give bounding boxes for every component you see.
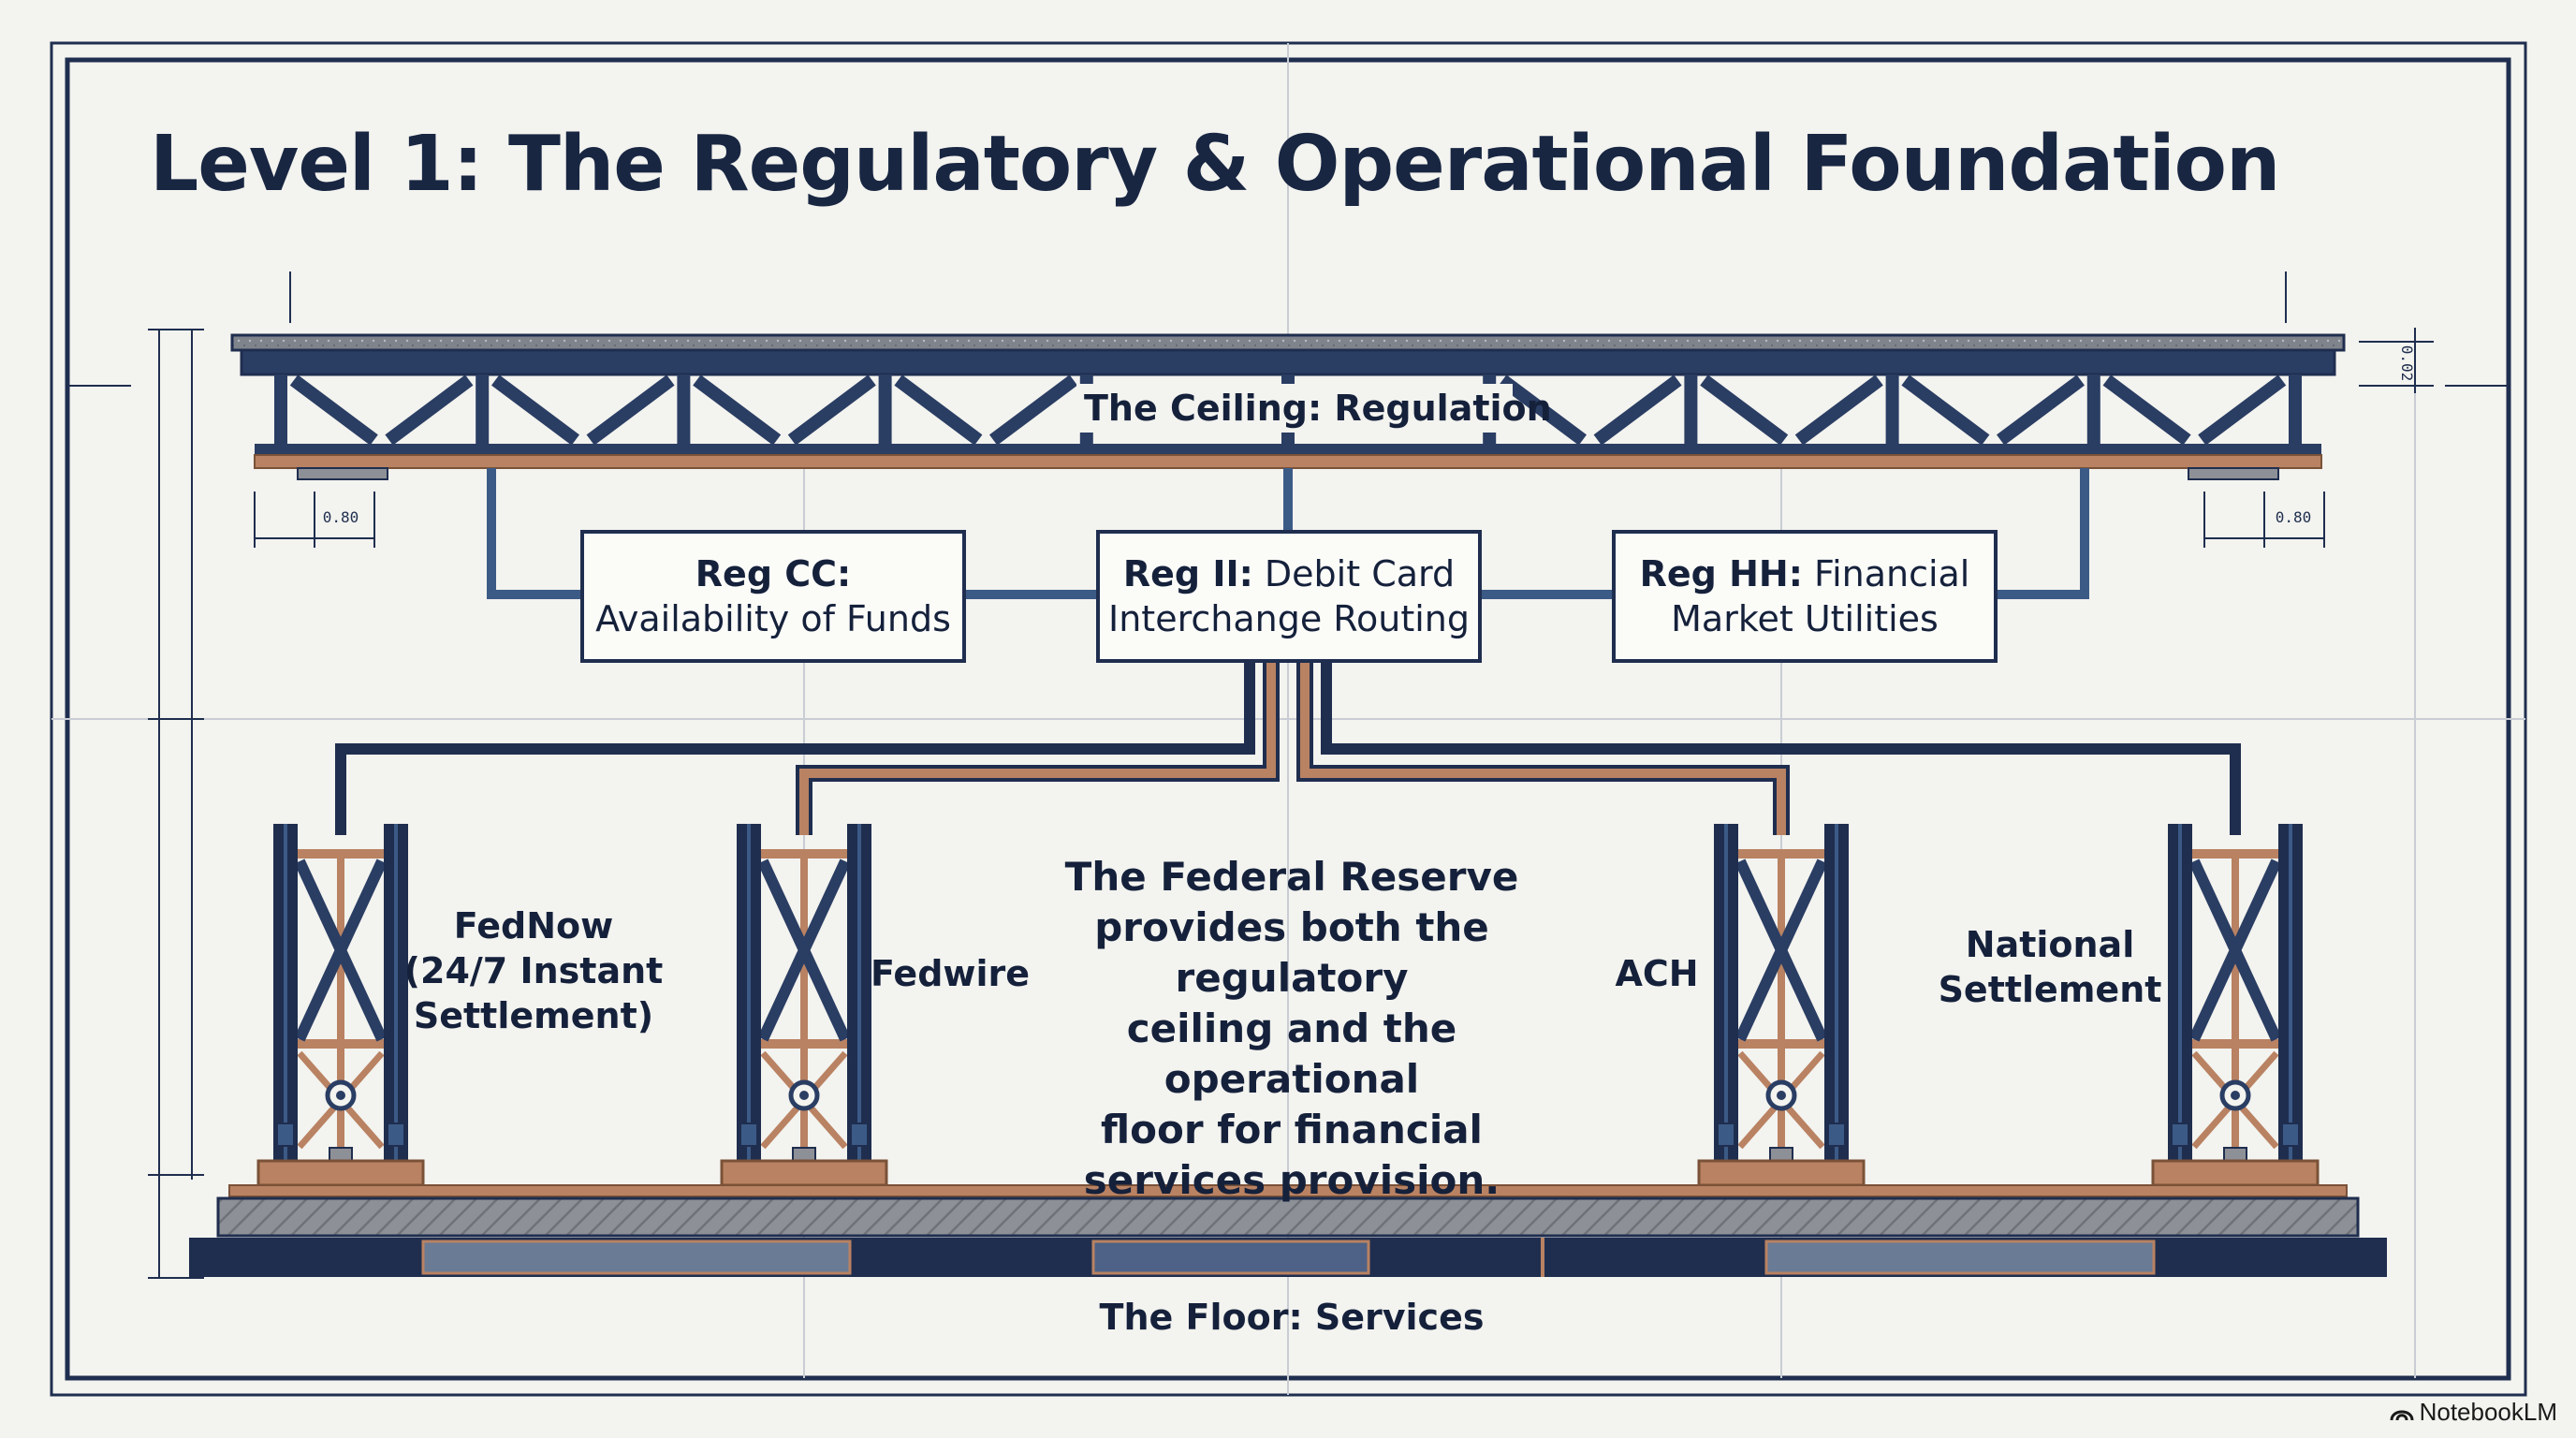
ceiling-truss: [230, 333, 2346, 480]
truss-diagonal: [1499, 374, 1587, 446]
pillar-label-fednow: FedNow (24/7 Instant Settlement): [402, 903, 665, 1038]
reg-hh-desc-1: Financial: [1802, 553, 1970, 594]
notebooklm-logo-icon: [2390, 1410, 2414, 1420]
truss-diagonal: [1700, 374, 1789, 446]
truss-diagonal: [491, 374, 579, 446]
reg-hh-desc-2: Market Utilities: [1671, 598, 1939, 639]
dim-mark-top: 0.02: [2398, 345, 2416, 382]
pillar-label-line: National: [1965, 924, 2135, 965]
right-dimension: [2359, 328, 2434, 393]
pillar-label-line: Settlement: [1938, 969, 2162, 1010]
truss-diagonal: [586, 374, 675, 446]
distribution-lines: [335, 661, 2241, 835]
reg-ii-desc-1: Debit Card: [1252, 553, 1456, 594]
pillar-label-line: Fedwire: [871, 953, 1031, 994]
offset-dimensions: [254, 492, 2325, 548]
pillar-label-national-settlement: National Settlement: [1938, 922, 2162, 1012]
truss-diagonal: [1794, 374, 1883, 446]
truss-diagonal: [894, 374, 983, 446]
dim-mark-right: 0.80: [2276, 508, 2312, 526]
truss-diagonal: [1593, 374, 1682, 446]
reg-cc-code: Reg CC:: [695, 553, 852, 594]
pillar-label-line: FedNow: [453, 905, 614, 946]
reg-cc-desc-2: Availability of Funds: [595, 598, 951, 639]
pillar-tower-3: [2151, 824, 2320, 1187]
floor-slab: [189, 1184, 2387, 1277]
truss-diagonal: [385, 374, 474, 446]
truss-diagonal: [1997, 374, 2085, 446]
dim-mark-left: 0.80: [323, 508, 359, 526]
reg-hh-code: Reg HH:: [1639, 553, 1803, 594]
truss-diagonal: [2102, 374, 2191, 446]
truss-diagonal: [989, 374, 1077, 446]
reg-hh-box: Reg HH: Financial Market Utilities: [1612, 530, 1998, 663]
truss-diagonal: [2198, 374, 2287, 446]
reg-ii-code: Reg II:: [1122, 553, 1253, 594]
reg-ii-box: Reg II: Debit Card Interchange Routing: [1096, 530, 1482, 663]
truss-diagonal: [289, 374, 378, 446]
truss-diagonal: [1901, 374, 1990, 446]
watermark-text: NotebookLM: [2419, 1398, 2557, 1426]
pillar-tower-2: [1697, 824, 1866, 1187]
pillar-label-line: (24/7 Instant: [403, 950, 664, 991]
truss-diagonal: [787, 374, 876, 446]
pillar-label-line: Settlement): [413, 995, 654, 1036]
notebooklm-watermark: NotebookLM: [2390, 1398, 2557, 1427]
truss-diagonal: [693, 374, 782, 446]
ceiling-label: The Ceiling: Regulation: [1076, 384, 1552, 433]
reg-cc-box: Reg CC: Availability of Funds: [580, 530, 966, 663]
floor-label: The Floor: Services: [1099, 1297, 1485, 1338]
pillar-tower-0: [256, 824, 425, 1187]
page-title: Level 1: The Regulatory & Operational Fo…: [150, 120, 2280, 209]
ceiling-connectors: [487, 468, 2089, 599]
left-dimension: [148, 329, 204, 1279]
pillar-label-line: ACH: [1615, 953, 1699, 994]
reg-ii-desc-2: Interchange Routing: [1108, 598, 1470, 639]
pillar-label-fedwire: Fedwire: [871, 951, 1030, 996]
central-statement: The Federal Reserve provides both the re…: [1064, 854, 1519, 1203]
pillar-tower-1: [720, 824, 888, 1187]
pillar-label-ach: ACH: [1591, 951, 1722, 996]
pillar-structures: [256, 824, 2320, 1187]
